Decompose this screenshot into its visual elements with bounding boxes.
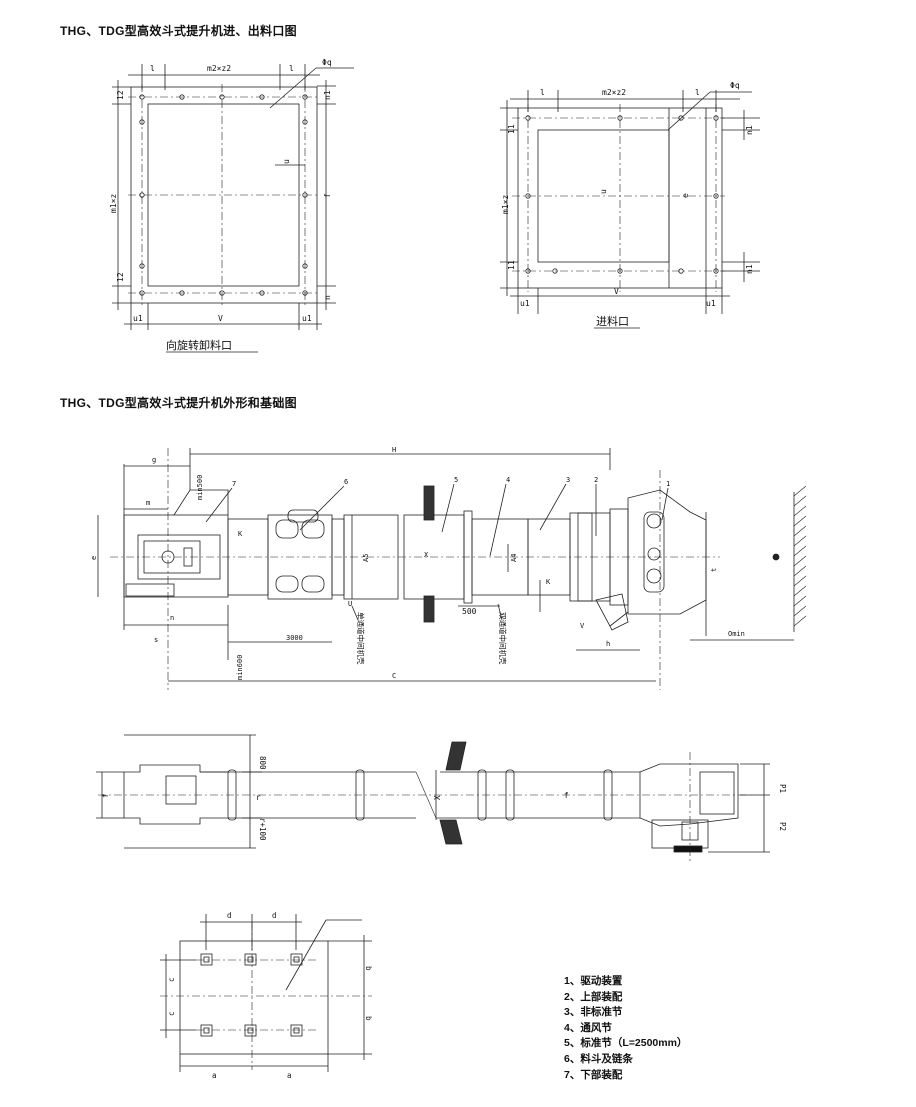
dim-t: t [710,568,718,572]
discharge-port-view [112,64,354,353]
foundation-slab [179,940,329,1055]
legend-item: 4、通风节 [564,1021,612,1034]
inlet-v: V [614,287,619,296]
foundation-d-right: d [272,911,277,920]
callout-7: 7 [232,480,236,488]
callout-2: 2 [594,476,598,484]
legend-item: 7、下部装配 [564,1068,623,1081]
foundation-a-left: a [212,1071,217,1080]
plan-r: r [256,793,261,802]
elevation-view [97,448,807,690]
discharge-caption: 向旋转卸料口 [166,338,232,352]
dim-A5: A5 [362,554,370,562]
plan-view [96,734,770,862]
inlet-u1-right: u1 [706,299,716,308]
callout-5: 5 [454,476,458,484]
foundation-b-top: b [364,966,373,971]
dim-K-left: K [238,530,243,538]
legend-item: 5、标准节（L=2500mm） [564,1037,688,1050]
foundation-a-right: a [287,1071,292,1080]
foundation-view [160,914,372,1072]
plan-800: 800 [258,756,267,770]
dim-H: H [392,446,396,454]
dim-h: h [606,640,610,648]
inlet-e: e [681,193,690,198]
dim-e: e [90,556,98,560]
dim-V: V [580,622,585,630]
callout-6: 6 [344,478,348,486]
foundation-b-bottom: b [364,1016,373,1021]
inlet-11-bottom: 11 [507,260,516,270]
foundation-d-left: d [227,911,232,920]
plan-f-left: f [101,793,110,798]
dim-U: U [348,600,352,608]
legend-item: 3、非标准节 [564,1006,623,1019]
plan-r100: r+100 [258,818,267,841]
plan-P2: P2 [778,822,787,831]
plan-f-right: f [564,791,569,800]
inlet-m1xz: m1×z [501,195,510,214]
dim-g: g [152,456,156,464]
discharge-n: n [323,295,332,300]
outline-heading: THG、TDG型高效斗式提升机外形和基础图 [60,396,297,410]
discharge-u1-left: u1 [133,314,143,323]
inlet-u: u [599,189,608,194]
discharge-phi-q: Φq [322,58,332,67]
discharge-u1-right: u1 [302,314,312,323]
inlet-phi-q: Φq [730,81,740,90]
discharge-m1xz: m1×z [109,194,118,213]
dim-500: 500 [462,607,477,616]
foundation-c-top: c [167,977,176,982]
dim-Omin: Omin [728,630,745,638]
note-double-channel: 双通道中间机壳 [498,612,508,665]
discharge-u: u [282,159,291,164]
inlet-port-view [500,90,760,329]
plan-P1: P1 [778,784,787,793]
parts-legend: 1、驱动装置 2、上部装配 3、非标准节 4、通风节 5、标准节（L=2500m… [564,974,687,1083]
dim-C: C [392,672,396,680]
foundation-c-bottom: c [167,1011,176,1016]
discharge-m2xz2: m2×z2 [207,64,231,73]
plan-X: X [433,795,442,800]
discharge-l-right: l [289,64,294,73]
dim-X: X [424,551,429,559]
dim-s: s [154,636,158,644]
inlet-11-top: 11 [507,124,516,134]
dim-K-right: K [546,578,551,586]
dim-m: m [146,499,150,507]
discharge-v: V [218,314,223,323]
discharge-n1: n1 [323,90,332,100]
inlet-m2xz2: m2×z2 [602,88,626,97]
legend-item: 1、驱动装置 [564,975,623,987]
dim-n: n [170,614,174,622]
inlet-l-right: l [695,88,700,97]
discharge-f: f [323,193,332,198]
callout-4: 4 [506,476,510,484]
inlet-caption: 进料口 [596,314,629,328]
discharge-l-left: l [150,64,155,73]
inlet-l-left: l [540,88,545,97]
dim-A4: A4 [510,554,518,562]
inlet-u1-left: u1 [520,299,530,308]
callout-1: 1 [666,480,670,488]
discharge-12-bottom: 12 [116,272,125,282]
inlet-n1-bottom: n1 [745,264,754,274]
discharge-12-top: 12 [116,90,125,100]
note-single-channel: 单通道中间机壳 [356,612,366,665]
callout-3: 3 [566,476,570,484]
ports-heading: THG、TDG型高效斗式提升机进、出料口图 [60,24,297,38]
dim-3000: 3000 [286,634,303,642]
legend-item: 6、料斗及链条 [564,1052,633,1065]
inlet-n1-top: n1 [745,125,754,135]
boot-casing [123,514,229,598]
dim-min500: min500 [196,475,204,500]
legend-item: 2、上部装配 [564,990,623,1003]
dim-min600: min600 [236,655,244,680]
